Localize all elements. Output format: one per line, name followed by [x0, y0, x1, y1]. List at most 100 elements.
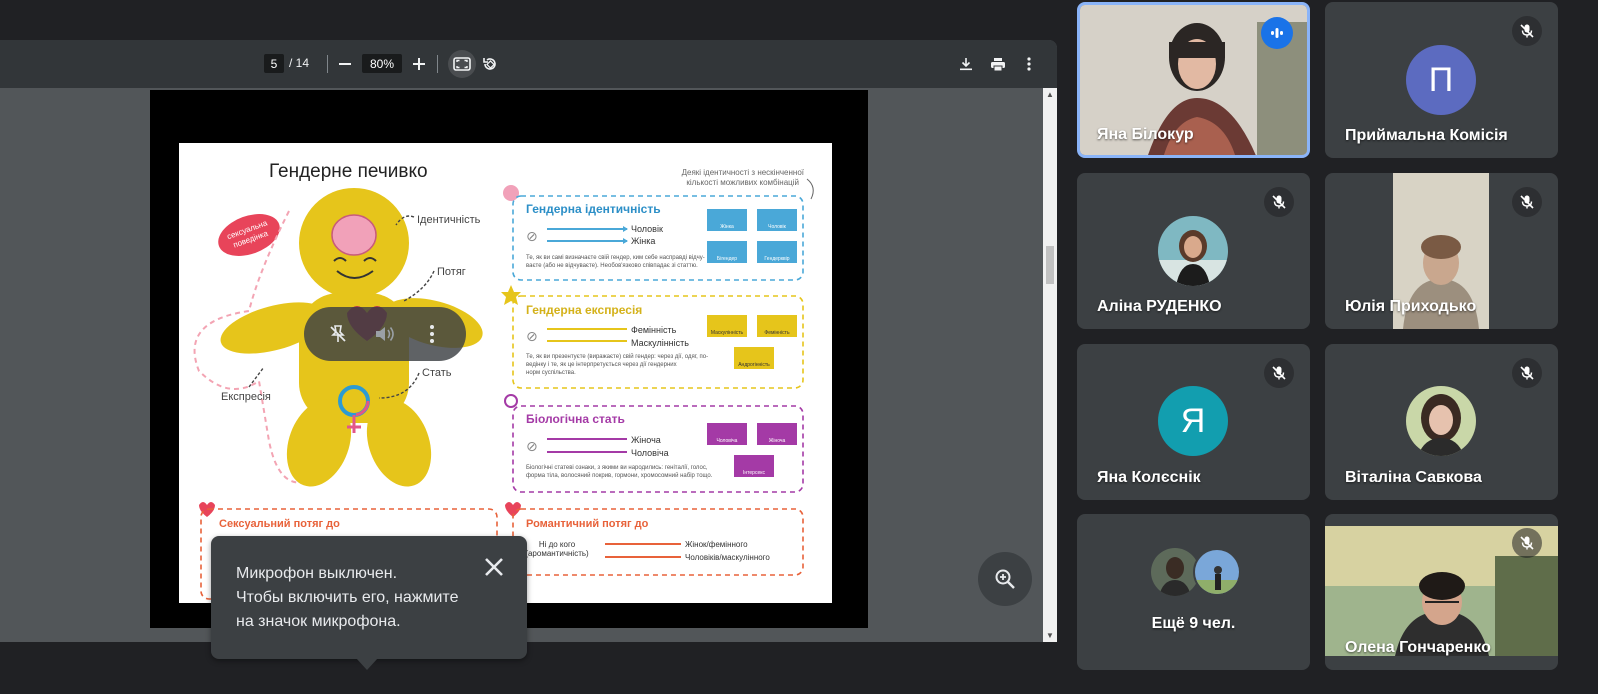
romantic-arrow-1: Жінок/фемінного	[685, 540, 748, 549]
participant-tile[interactable]: Юлія Приходько	[1325, 173, 1558, 329]
mic-off-indicator	[1512, 16, 1542, 46]
zoom-in-icon	[413, 58, 425, 70]
page-number-input[interactable]: 5	[264, 54, 284, 73]
corner-note-1: Деякі ідентичності з нескінченної	[682, 168, 805, 177]
section-gender-expression: Гендерна експресія ⊘ Фемінність Маскулін…	[501, 285, 804, 389]
scroll-up-arrow[interactable]: ▲	[1046, 90, 1054, 99]
print-button[interactable]	[984, 50, 1012, 78]
mic-off-indicator	[1512, 358, 1542, 388]
more-participants-label: Ещё 9 чел.	[1151, 615, 1236, 632]
svg-text:⊘: ⊘	[526, 328, 538, 344]
download-icon	[960, 58, 972, 71]
romantic-title: Романтичний потяг до	[526, 518, 649, 530]
label-sex: Стать	[422, 367, 452, 379]
expression-box-3: Андрогінність	[738, 362, 770, 368]
rotate-icon	[483, 58, 496, 70]
vertical-scrollbar[interactable]: ▲ ▼	[1043, 88, 1057, 642]
romantic-left-1: Ні до кого	[539, 540, 576, 549]
zoom-out-button[interactable]	[331, 50, 359, 78]
volume-button[interactable]	[371, 320, 399, 348]
svg-text:⊘: ⊘	[526, 438, 538, 454]
toolbar-divider	[437, 55, 438, 73]
biological-arrow-1: Жіноча	[631, 435, 661, 445]
identity-desc-1: Те, як ви самі визначаєте свій гендер, к…	[526, 254, 705, 261]
print-icon	[991, 57, 1005, 71]
section-gender-identity: Гендерна ідентичність ⊘ Чоловік Жінка Те…	[503, 185, 804, 281]
more-options-button[interactable]	[1015, 50, 1043, 78]
rotate-button[interactable]	[476, 50, 504, 78]
participant-tile[interactable]: Віталіна Савкова	[1325, 344, 1558, 500]
biological-desc-2: форма тіла, волосяний покрив, гормони, х…	[526, 472, 713, 479]
identity-desc-2: ваєте (або не відчуваєте). Необов'язково…	[526, 263, 698, 269]
tooltip-close-button[interactable]	[483, 556, 505, 578]
scroll-down-arrow[interactable]: ▼	[1046, 631, 1054, 640]
expression-box-1: Маскулінність	[711, 330, 744, 336]
participant-name: Юлія Приходько	[1345, 298, 1477, 315]
participant-name: Яна Колєснік	[1097, 469, 1201, 486]
participant-name: Яна Білокур	[1097, 126, 1194, 143]
expression-arrow-2: Маскулінність	[631, 338, 689, 348]
participant-tile[interactable]: Яна Білокур	[1077, 2, 1310, 158]
zoom-out-icon	[339, 63, 351, 65]
pin-icon	[330, 325, 346, 342]
participant-name: Аліна РУДЕНКО	[1097, 298, 1222, 315]
participant-tile[interactable]: Олена Гончаренко	[1325, 514, 1558, 670]
identity-box-3: Бігендер	[717, 256, 737, 262]
mic-off-icon	[1520, 195, 1534, 209]
pin-button[interactable]	[324, 320, 352, 348]
slide-title: Гендерне печивко	[269, 161, 428, 182]
tooltip-pointer	[356, 658, 378, 670]
identity-box-2: Чоловік	[768, 224, 787, 230]
zoom-in-button[interactable]	[405, 50, 433, 78]
mic-off-icon	[1520, 366, 1534, 380]
speaking-icon	[1271, 28, 1283, 38]
participant-avatar-photo	[1193, 548, 1241, 596]
pdf-toolbar: 5 / 14 80%	[0, 40, 1057, 88]
participant-video	[1393, 173, 1489, 329]
biological-desc-1: Біологічні статеві ознаки, з якими ви на…	[526, 465, 708, 471]
biological-title: Біологічна стать	[526, 412, 625, 426]
more-vert-icon	[1027, 57, 1031, 71]
label-attraction: Потяг	[437, 266, 466, 278]
close-icon	[485, 558, 503, 576]
tile-hover-controls	[304, 307, 466, 361]
mic-off-icon	[1520, 24, 1534, 38]
participant-avatar-photo	[1406, 386, 1476, 456]
page-total: / 14	[289, 56, 310, 70]
section-sexual-attraction: Сексуальний потяг до	[199, 502, 498, 600]
participant-tile[interactable]: П Приймальна Комісія	[1325, 2, 1558, 158]
mic-off-indicator	[1264, 358, 1294, 388]
participant-avatar-photo	[1151, 548, 1199, 596]
mic-off-icon	[1272, 195, 1286, 209]
more-participants-tile[interactable]: Ещё 9 чел.	[1077, 514, 1310, 670]
participant-tile[interactable]: Аліна РУДЕНКО	[1077, 173, 1310, 329]
mic-off-icon	[1520, 536, 1534, 550]
identity-arrow-2: Жінка	[631, 236, 655, 246]
tooltip-line-3: на значок микрофона.	[236, 613, 401, 630]
identity-arrow-1: Чоловік	[631, 224, 663, 234]
download-button[interactable]	[952, 50, 980, 78]
zoom-level-input[interactable]: 80%	[362, 54, 402, 73]
participant-tile[interactable]: Я Яна Колєснік	[1077, 344, 1310, 500]
slide-content: Гендерне печивко Деякі ідентичності з не…	[179, 143, 832, 603]
zoom-fab-button[interactable]	[978, 552, 1032, 606]
mic-off-indicator	[1264, 187, 1294, 217]
more-vert-icon	[430, 325, 435, 343]
fit-page-button[interactable]	[448, 50, 476, 78]
fit-page-icon	[453, 57, 471, 71]
biological-box-2: Жіноча	[769, 438, 786, 444]
svg-text:⊘: ⊘	[526, 228, 538, 244]
tooltip-line-2: Чтобы включить его, нажмите	[236, 589, 459, 606]
zoom-magnifier-icon	[995, 569, 1015, 589]
behavior-badge: сексуальна поведінка	[218, 214, 280, 256]
participant-avatar: П	[1406, 45, 1476, 115]
participant-name: Віталіна Савкова	[1345, 469, 1482, 486]
toolbar-divider	[327, 55, 328, 73]
mic-off-icon	[1272, 366, 1286, 380]
avatar-initial: Я	[1180, 401, 1206, 440]
identity-box-1: Жінка	[720, 224, 734, 230]
tile-more-button[interactable]	[418, 320, 446, 348]
pdf-viewer: 5 / 14 80%	[0, 40, 1057, 642]
scrollbar-thumb[interactable]	[1046, 246, 1054, 284]
